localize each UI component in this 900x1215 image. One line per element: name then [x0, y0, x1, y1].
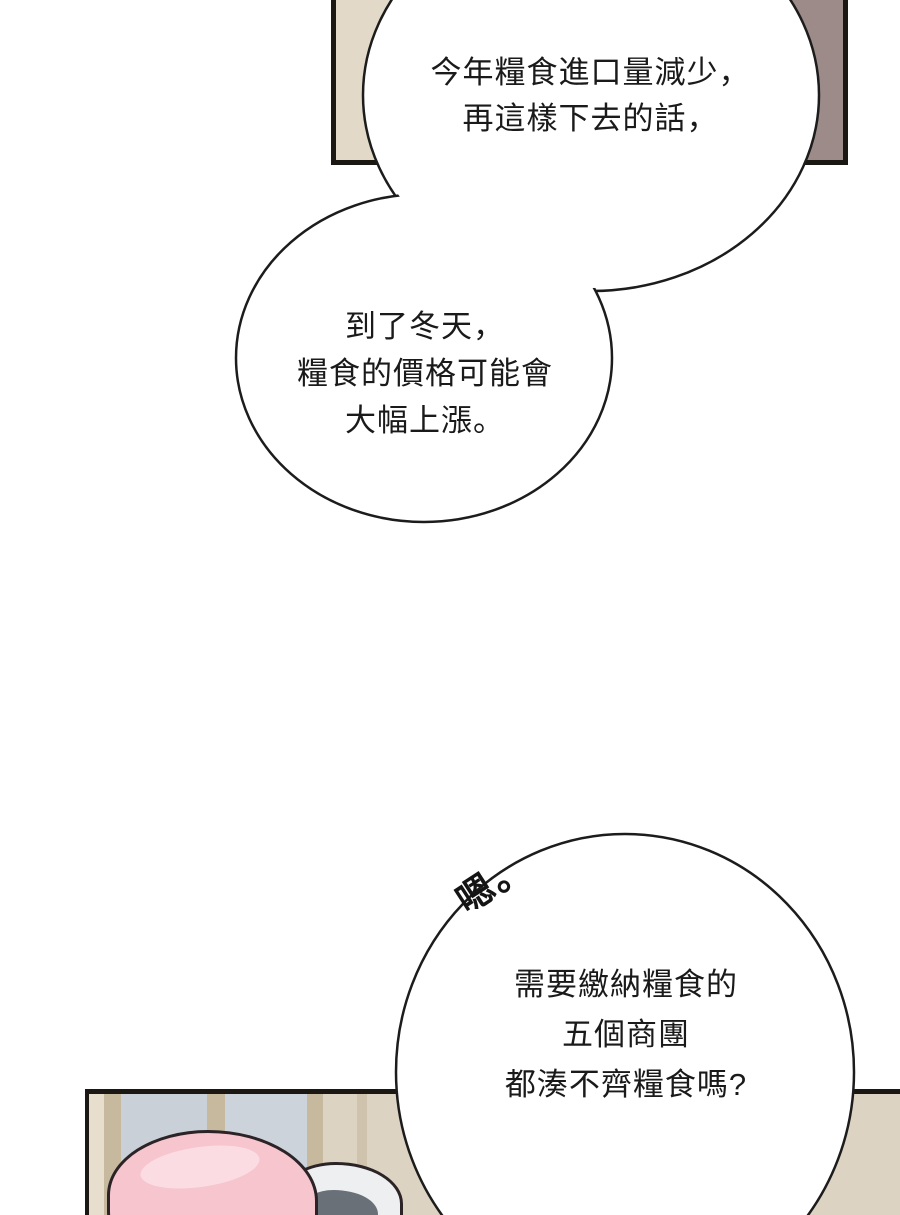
- wall-shadow: [357, 1094, 367, 1215]
- bubble2-line1: 到了冬天，: [345, 309, 505, 344]
- hair-highlight: [137, 1138, 263, 1196]
- bubble3-line3: 都湊不齊糧食嗎?: [504, 1067, 748, 1102]
- bubble2-line3: 大幅上漲。: [345, 403, 505, 438]
- bubble1-line1: 今年糧食進口量減少，: [430, 55, 751, 90]
- speech-bubble-2-text: 到了冬天， 糧食的價格可能會 大幅上漲。: [244, 303, 606, 444]
- sfx-text: 嗯。: [449, 844, 537, 922]
- speech-bubble-1-text: 今年糧食進口量減少， 再這樣下去的話，: [368, 50, 813, 142]
- bubble1-line2: 再這樣下去的話，: [462, 101, 719, 136]
- wall-strip: [89, 1094, 104, 1215]
- bubble3-line1: 需要繳納糧食的: [514, 967, 738, 1002]
- bubble2-line2: 糧食的價格可能會: [297, 356, 553, 391]
- speech-bubble-3-text: 需要繳納糧食的 五個商團 都湊不齊糧食嗎?: [420, 960, 832, 1110]
- bubble3-line2: 五個商團: [562, 1017, 690, 1052]
